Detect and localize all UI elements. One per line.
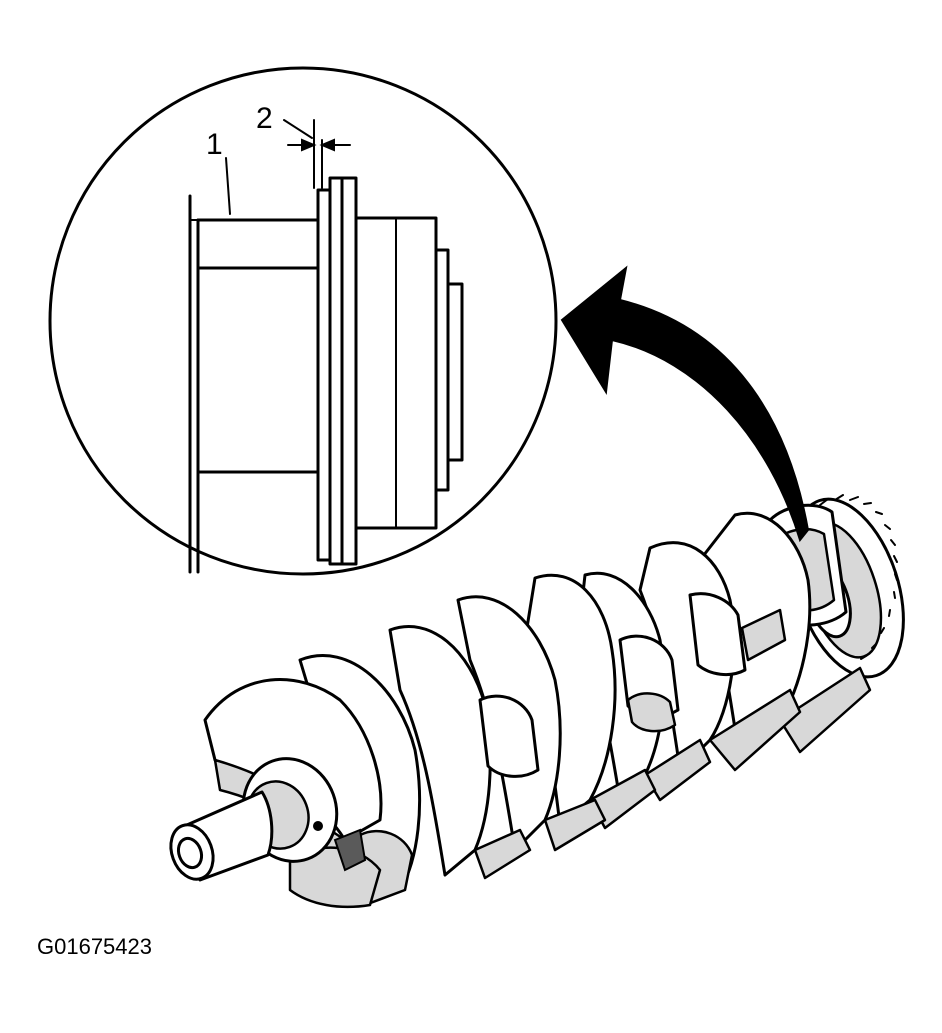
- callout-1: 1: [206, 128, 223, 161]
- figure-id: G01675423: [37, 934, 152, 959]
- dimension-2: 2: [256, 102, 351, 189]
- counterweight-3: [388, 625, 532, 880]
- dimension-1: 1: [189, 128, 319, 221]
- crankshaft-front-snout: [169, 757, 339, 882]
- detail-inset: 1 2: [48, 66, 558, 576]
- thrust-bearing-detail: [188, 176, 464, 574]
- magnify-arrow: [560, 265, 810, 543]
- callout-2: 2: [256, 102, 273, 135]
- crankshaft: [169, 494, 905, 909]
